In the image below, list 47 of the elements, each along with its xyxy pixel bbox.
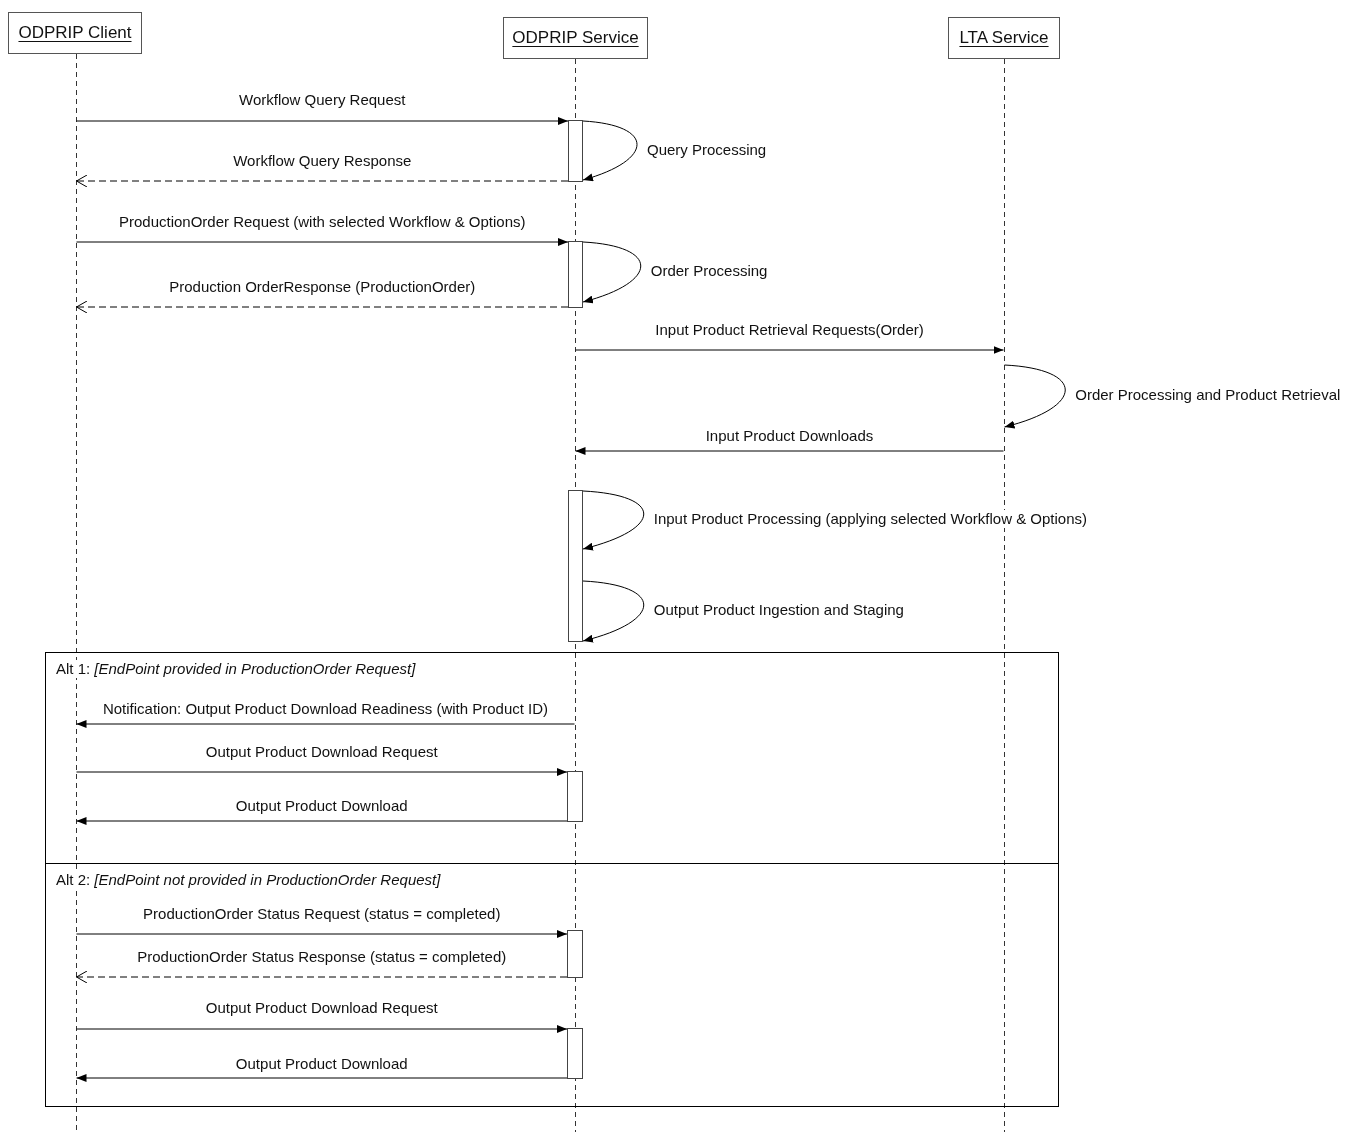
message-label: Workflow Query Request <box>237 91 408 109</box>
self-message-arrow <box>582 120 638 181</box>
message-label: ProductionOrder Status Request (status = completed) <box>141 905 503 923</box>
message-arrow <box>76 238 569 246</box>
participant-box <box>948 17 1060 59</box>
activation-bar <box>566 1027 583 1079</box>
activation-bar <box>568 241 583 308</box>
self-message-arrow <box>582 241 642 303</box>
participant-name: LTA Service <box>959 28 1049 48</box>
reply-arrow <box>76 174 569 188</box>
self-message-arrow <box>582 490 645 551</box>
lifeline <box>1003 59 1005 1132</box>
lifeline <box>75 54 77 1132</box>
reply-arrow <box>76 970 568 984</box>
message-label: Order Processing and Product Retrieval <box>1073 386 1343 404</box>
activation-bar <box>568 120 583 182</box>
message-arrow <box>76 930 568 938</box>
participant-box <box>8 12 142 54</box>
message-arrow <box>76 1025 568 1033</box>
message-label: Input Product Retrieval Requests(Order) <box>653 321 926 339</box>
fragment-label: Alt 1: [EndPoint provided in ProductionOrder Request] <box>55 660 417 678</box>
fragment-label: Alt 2: [EndPoint not provided in ProductionOrder Request] <box>55 871 442 889</box>
message-label: Production OrderResponse (ProductionOrder) <box>167 278 478 296</box>
message-arrow <box>76 817 568 825</box>
message-arrow <box>575 447 1004 455</box>
message-label: Output Product Ingestion and Staging <box>651 601 906 619</box>
message-arrow <box>76 117 569 125</box>
message-label: Output Product Download <box>233 1055 410 1073</box>
self-message-arrow <box>1004 364 1066 429</box>
activation-bar <box>566 770 583 822</box>
message-label: ProductionOrder Status Response (status = completed) <box>135 948 509 966</box>
message-arrow <box>76 720 575 728</box>
message-label: Output Product Download <box>233 797 410 815</box>
message-label: Workflow Query Response <box>231 152 414 170</box>
message-label: Output Product Download Request <box>203 999 440 1017</box>
participant-box <box>503 17 648 59</box>
participant-name: ODPRIP Service <box>512 28 639 48</box>
self-message-arrow <box>582 580 645 643</box>
message-label: Order Processing <box>648 262 770 280</box>
reply-arrow <box>76 300 569 314</box>
participant-name: ODPRIP Client <box>18 23 132 43</box>
message-arrow <box>76 1074 568 1082</box>
activation-bar <box>568 490 583 642</box>
message-arrow <box>575 346 1004 354</box>
message-label: Output Product Download Request <box>203 743 440 761</box>
message-arrow <box>76 768 568 776</box>
activation-bar <box>566 929 583 978</box>
